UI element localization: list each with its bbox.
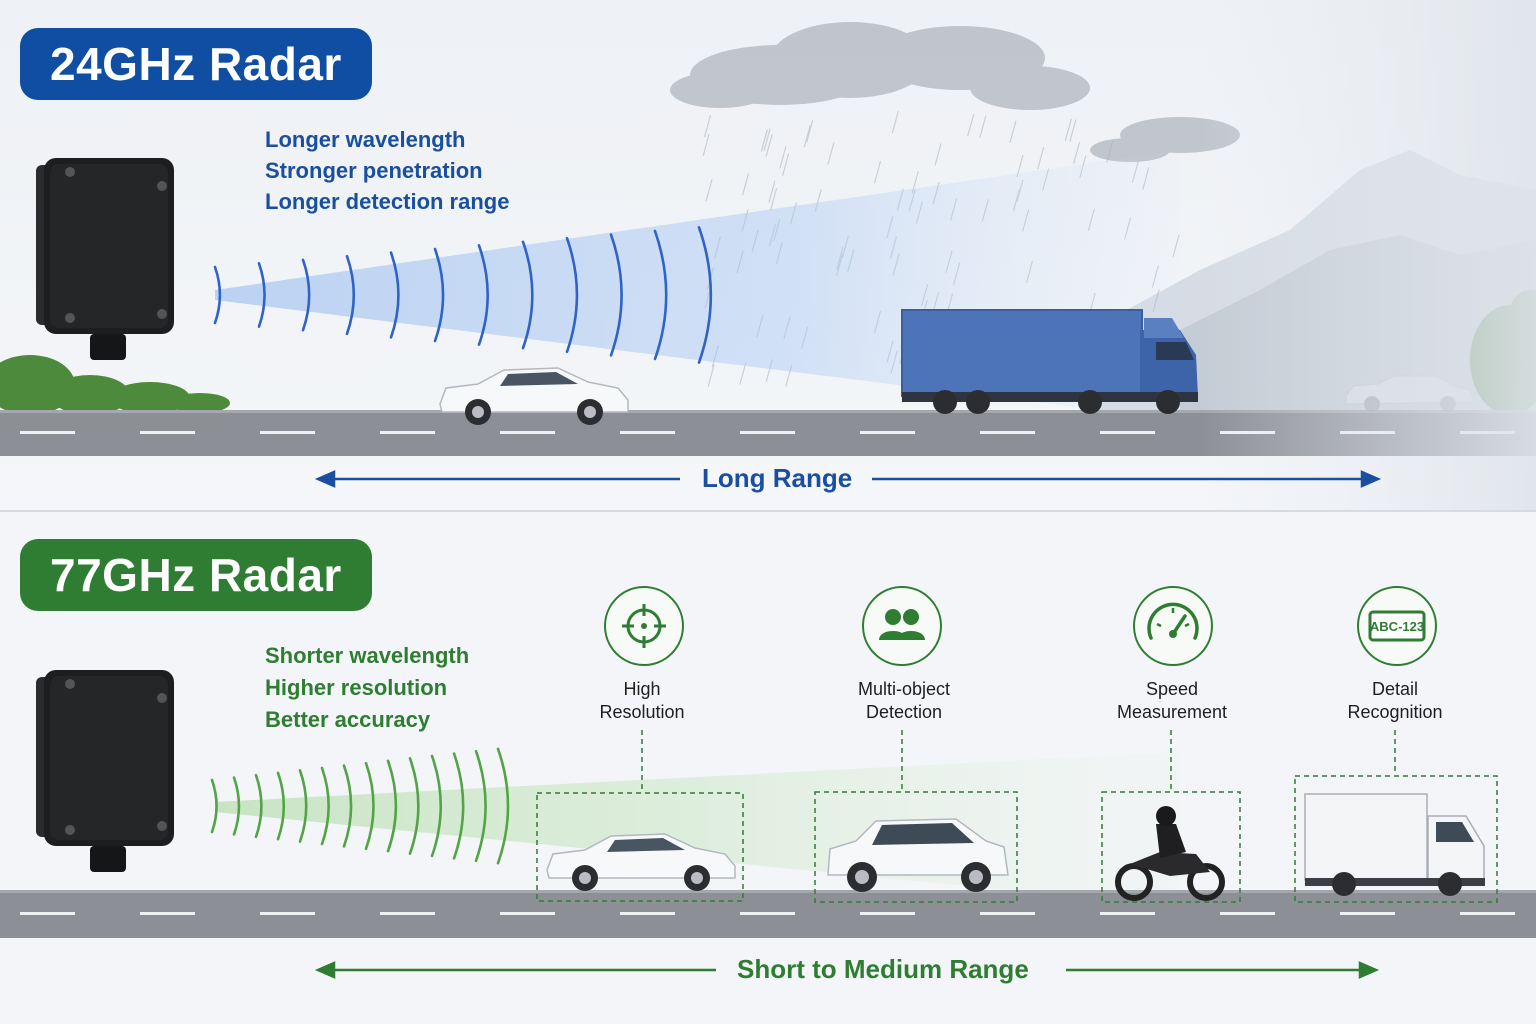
- plate-text: ABC-123: [1370, 619, 1424, 634]
- blue-truck: [902, 310, 1198, 414]
- bushes: [0, 355, 230, 415]
- caption-detail-recognition: Detail Recognition: [1315, 678, 1475, 724]
- radar-sensor-77ghz: [36, 670, 174, 872]
- box-truck: [1305, 794, 1485, 896]
- rain-cloud: [670, 22, 1240, 162]
- feature-item: Higher resolution: [265, 672, 469, 704]
- features-24ghz: Longer wavelength Stronger penetration L…: [265, 124, 509, 217]
- range-label-long: Long Range: [702, 463, 852, 494]
- feature-item: Shorter wavelength: [265, 640, 469, 672]
- feature-item: Longer wavelength: [265, 124, 509, 155]
- title-77ghz-radar: 77GHz Radar: [20, 539, 372, 611]
- feature-item: Stronger penetration: [265, 155, 509, 186]
- license-plate-icon: ABC-123: [1357, 586, 1437, 666]
- title-24ghz-radar: 24GHz Radar: [20, 28, 372, 100]
- crosshair-icon: [604, 586, 684, 666]
- panel-77ghz: 77GHz Radar Shorter wavelength Higher re…: [0, 512, 1536, 1024]
- radar-sensor-24ghz: [36, 158, 174, 360]
- caption-high-resolution: High Resolution: [562, 678, 722, 724]
- feature-item: Better accuracy: [265, 704, 469, 736]
- features-77ghz: Shorter wavelength Higher resolution Bet…: [265, 640, 469, 736]
- caption-multi-object-detection: Multi-object Detection: [824, 678, 984, 724]
- panel-24ghz: 24GHz Radar Longer wavelength Stronger p…: [0, 0, 1536, 512]
- speedometer-icon: [1133, 586, 1213, 666]
- people-icon: [862, 586, 942, 666]
- feature-item: Longer detection range: [265, 186, 509, 217]
- range-label-short-medium: Short to Medium Range: [737, 954, 1029, 985]
- caption-speed-measurement: Speed Measurement: [1092, 678, 1252, 724]
